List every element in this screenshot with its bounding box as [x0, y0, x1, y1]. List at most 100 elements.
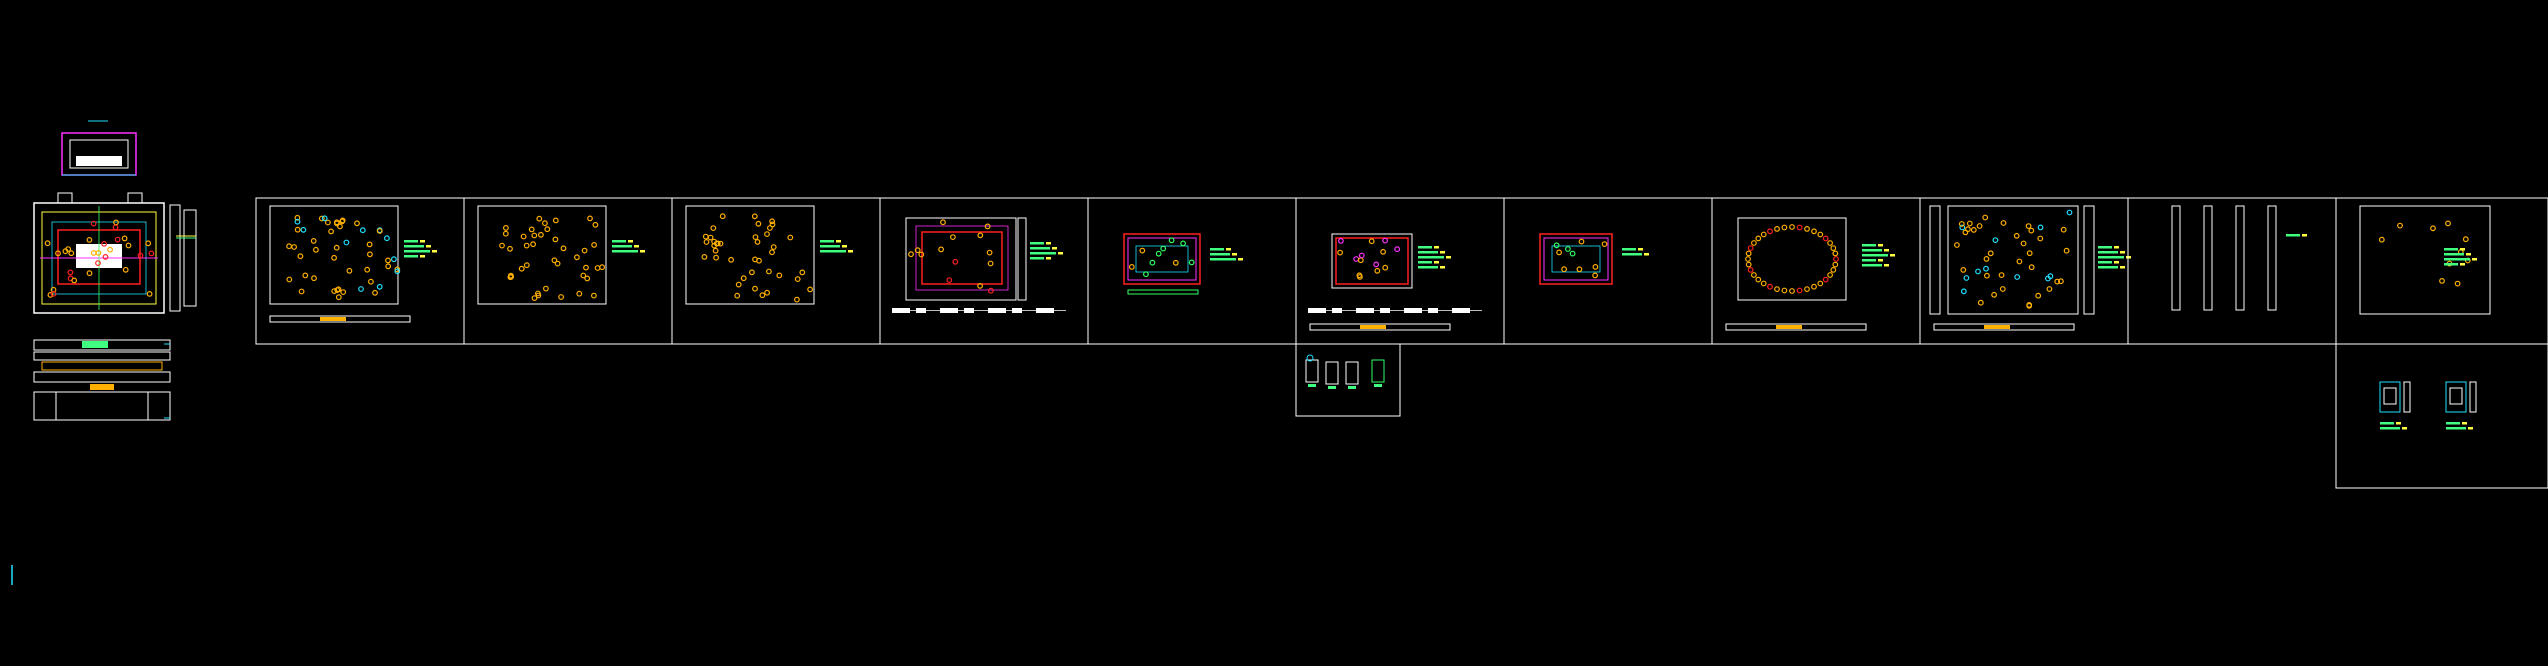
hole-mark: [385, 257, 391, 264]
hole-mark: [2028, 264, 2035, 271]
sheet-9[interactable]: [1919, 197, 2131, 345]
hole-mark: [767, 225, 773, 231]
drawing-sheets[interactable]: [255, 197, 2548, 345]
hole-mark: [2014, 274, 2021, 280]
hole-mark: [359, 227, 366, 234]
hole-mark: [558, 294, 564, 300]
note-tag: [2396, 422, 2401, 425]
hole-mark: [368, 278, 374, 285]
hole-mark: [44, 240, 51, 247]
hole-mark: [114, 236, 121, 243]
sheet-2[interactable]: [463, 197, 673, 345]
hole-mark: [346, 267, 353, 274]
note-tag: [2472, 258, 2477, 261]
note-line: [1862, 264, 1882, 267]
sheet-6[interactable]: [1295, 197, 1505, 345]
note-line: [2380, 427, 2400, 430]
hole-mark: [755, 220, 762, 227]
insert-outline: [1539, 233, 1613, 285]
hole-mark: [1767, 228, 1773, 235]
assembly-views[interactable]: [33, 120, 197, 421]
hole-mark: [313, 246, 319, 253]
small-part: [1371, 359, 1385, 383]
hole-mark: [1983, 272, 1990, 279]
cavity-outline: [921, 231, 1003, 285]
hole-mark: [587, 215, 593, 222]
hole-mark: [2037, 224, 2044, 231]
hole-mark: [1180, 240, 1186, 247]
sub-sheet-details[interactable]: [2335, 343, 2548, 489]
hole-mark: [101, 240, 107, 247]
detail-body: [2379, 381, 2401, 413]
sheet-8[interactable]: [1711, 197, 1921, 345]
hole-mark: [977, 232, 984, 239]
hole-mark: [712, 247, 719, 254]
hole-mark: [1982, 214, 1989, 221]
hole-mark: [333, 244, 340, 251]
hole-mark: [2063, 247, 2070, 254]
hole-mark: [302, 272, 309, 279]
sheet-3[interactable]: [671, 197, 881, 345]
hole-mark: [584, 275, 591, 282]
hole-mark: [1745, 256, 1751, 262]
side-view[interactable]: [169, 204, 197, 312]
plan-view[interactable]: [33, 192, 165, 314]
hole-mark: [367, 251, 373, 258]
note-tag: [836, 240, 841, 243]
note-line: [1862, 249, 1882, 252]
hole-mark: [372, 289, 378, 296]
title-bar: [269, 315, 411, 323]
note-line: [1030, 247, 1050, 250]
hole-mark: [766, 268, 772, 275]
hole-mark: [1817, 280, 1824, 287]
note-tag: [1440, 266, 1445, 269]
hole-mark: [703, 239, 710, 245]
sub-sheet-parts[interactable]: [1295, 343, 1401, 417]
hole-mark: [86, 236, 93, 243]
hole-mark: [294, 218, 301, 225]
note-line: [612, 250, 638, 253]
hole-mark: [311, 275, 317, 282]
note-tag: [1058, 252, 1063, 255]
hole-mark: [754, 238, 761, 245]
hole-mark: [394, 268, 401, 275]
hole-mark: [1382, 237, 1388, 244]
note-tag: [2120, 251, 2125, 254]
hole-mark: [1991, 291, 1997, 298]
note-line: [1418, 246, 1432, 249]
note-line: [1862, 259, 1876, 262]
hole-mark: [507, 245, 513, 252]
note-tag: [1884, 249, 1889, 252]
note-tag: [2302, 234, 2307, 237]
drawing-sub-sheets[interactable]: [1295, 343, 2548, 489]
sheet-11[interactable]: [2335, 197, 2548, 345]
hole-mark: [1999, 286, 2006, 292]
note-tag: [1238, 258, 1243, 261]
hole-mark: [1789, 224, 1795, 230]
hole-mark: [2057, 278, 2064, 285]
section-view[interactable]: [33, 339, 171, 421]
note-line: [2446, 427, 2466, 430]
hole-mark: [1811, 228, 1817, 235]
hole-mark: [807, 286, 813, 293]
hole-mark: [574, 254, 580, 261]
title-bar-text: [1984, 325, 2010, 329]
sheet-4[interactable]: [879, 197, 1089, 345]
hole-mark: [1832, 250, 1839, 257]
title-bar: [1309, 323, 1451, 331]
hole-mark: [499, 242, 505, 249]
hole-mark: [68, 250, 75, 257]
hole-mark: [328, 228, 335, 235]
hole-mark: [1953, 242, 1960, 248]
hole-mark: [987, 260, 994, 267]
hole-mark: [523, 242, 530, 249]
hole-mark: [1337, 249, 1343, 256]
top-view[interactable]: [61, 120, 137, 176]
hole-mark: [752, 285, 758, 292]
hole-mark: [2035, 292, 2042, 299]
hole-mark: [552, 217, 559, 224]
hole-mark: [1155, 250, 1162, 257]
note-line: [2098, 246, 2112, 249]
hole-mark: [946, 277, 953, 284]
